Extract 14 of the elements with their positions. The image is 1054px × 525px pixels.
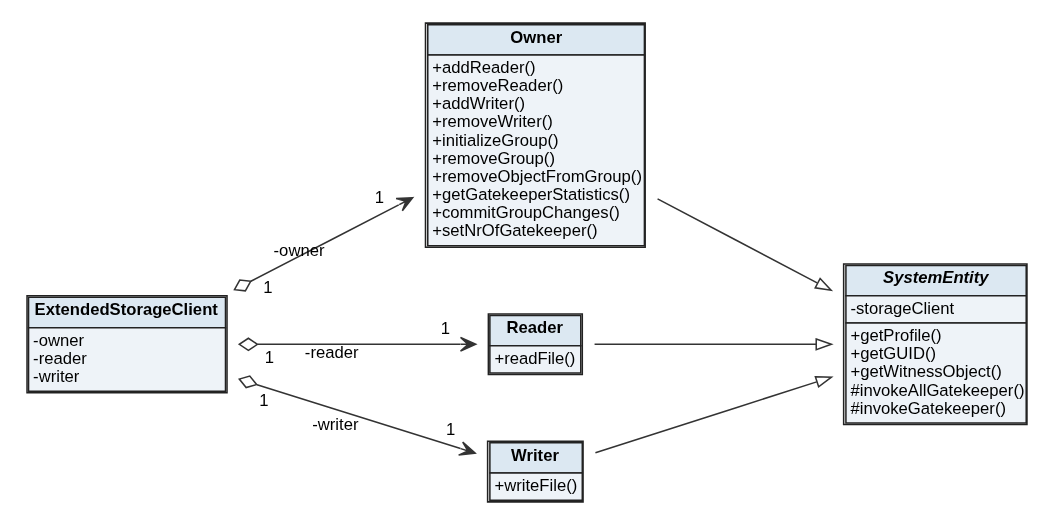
label: 1 [264,347,275,367]
label: 1 [259,390,269,410]
label: 1 [374,188,385,208]
arrow [593,337,834,351]
arrow [656,198,834,292]
arrow [238,375,476,456]
label: 1 [263,277,273,297]
label: 1 [440,319,451,339]
edge-label: -writer [312,414,359,434]
edge-label: -reader [304,342,359,362]
arrow [233,196,414,292]
arrow [594,375,834,454]
arrow [237,336,477,352]
label: 1 [445,419,456,439]
